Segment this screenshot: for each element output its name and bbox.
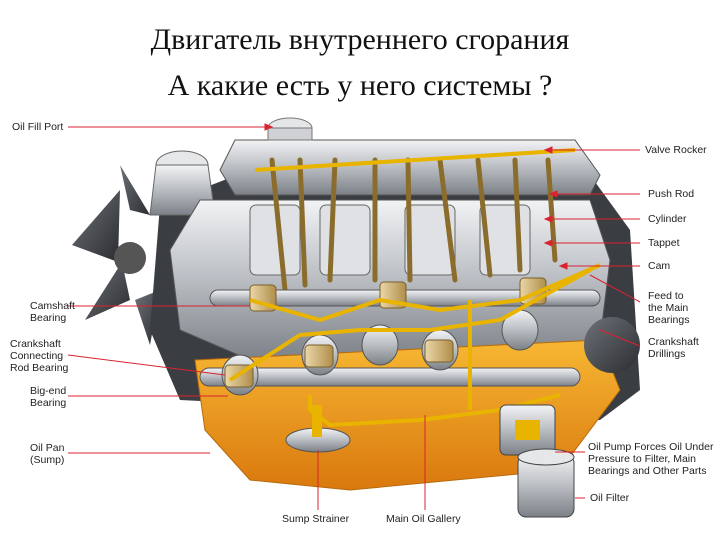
label-main-oil-gallery: Main Oil Gallery — [386, 513, 461, 525]
label-sump-strainer: Sump Strainer — [282, 513, 350, 525]
label-cylinder: Cylinder — [648, 213, 687, 225]
label-feed-to-main-bearings: Feed to the Main Bearings — [648, 290, 690, 326]
push-rods — [269, 157, 558, 293]
cooling-fan — [72, 165, 160, 345]
leader-lines — [67, 123, 641, 510]
crank-pulley — [584, 317, 640, 373]
label-big-end-bearing: Big-end Bearing — [30, 385, 67, 409]
oil-pump — [499, 404, 556, 456]
label-push-rod: Push Rod — [648, 188, 695, 200]
label-oil-pan: Oil Pan (Sump) — [30, 442, 65, 466]
rocker-oil-line — [254, 148, 576, 172]
label-oil-filter: Oil Filter — [590, 492, 630, 504]
slide-title-line-2: А какие есть у него системы ? — [167, 69, 553, 102]
label-oil-fill-port: Oil Fill Port — [12, 121, 64, 133]
label-valve-rocker: Valve Rocker — [645, 144, 707, 156]
label-crankshaft-connecting-rod-bearing: Crankshaft Connecting Rod Bearing — [10, 338, 69, 374]
oil-filter — [517, 448, 575, 518]
label-cam: Cam — [648, 260, 671, 272]
label-oil-pump-forces: Oil Pump Forces Oil Under Pressure to Fi… — [588, 441, 714, 477]
label-tappet: Tappet — [648, 237, 680, 249]
label-crankshaft-drillings: Crankshaft Drillings — [648, 336, 699, 360]
oil-gallery-lines — [228, 263, 601, 428]
crankshaft — [199, 309, 581, 396]
label-camshaft-bearing: Camshaft Bearing — [30, 300, 75, 324]
slide-title-line-1: Двигатель внутреннего сгорания — [150, 23, 570, 56]
